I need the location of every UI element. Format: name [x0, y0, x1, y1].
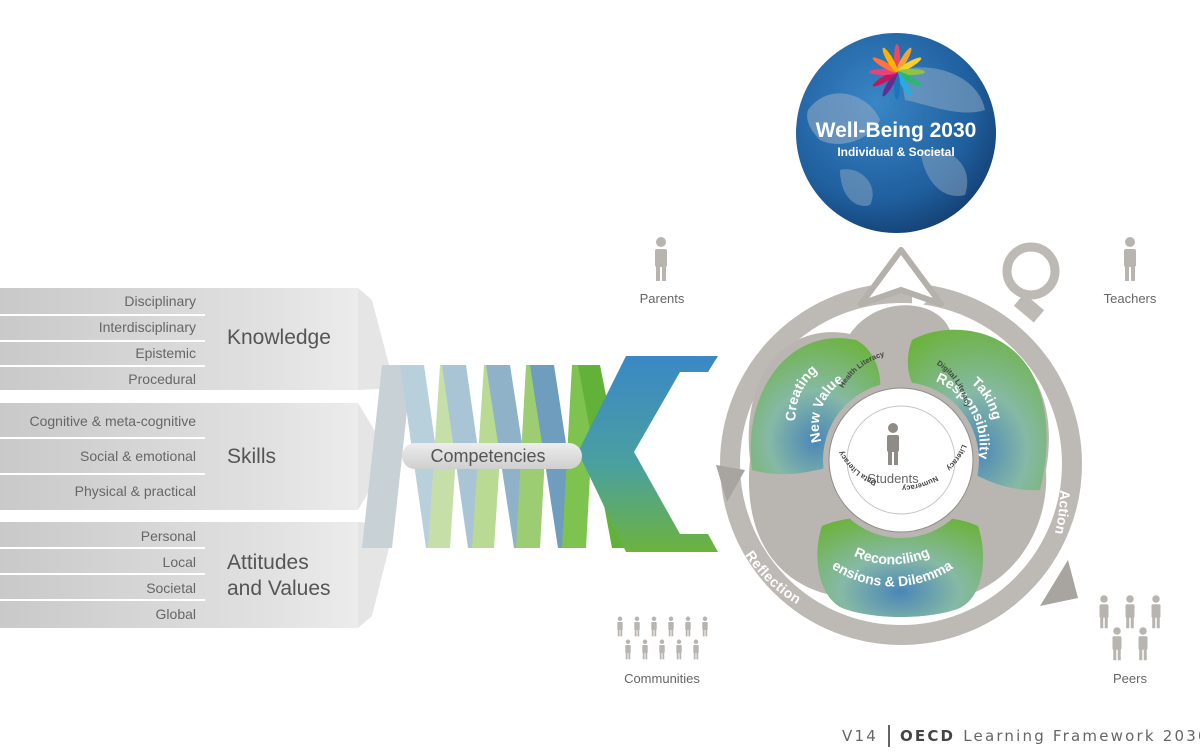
knowledge-item: Disciplinary	[124, 293, 196, 309]
footer-title: Learning Framework 2030	[963, 727, 1200, 745]
teachers-label: Teachers	[1104, 291, 1157, 306]
person-icon	[642, 639, 648, 660]
skills-item: Physical & practical	[75, 483, 196, 499]
person-icon	[1099, 595, 1109, 629]
competencies-pill	[402, 443, 582, 469]
person-icon	[651, 616, 657, 637]
person-icon	[685, 616, 691, 637]
person-icon	[693, 639, 699, 660]
competency-chevron	[578, 356, 718, 552]
attitudes-item: Personal	[141, 528, 196, 544]
peers-group: Peers	[1099, 595, 1161, 686]
compass-pointer	[858, 247, 944, 307]
wellbeing-subtitle: Individual & Societal	[837, 145, 954, 159]
wellbeing-globe: Well-Being 2030 Individual & Societal	[796, 33, 996, 233]
petal-taking	[907, 329, 1047, 491]
attitudes-item: Global	[156, 606, 196, 622]
competencies-label: Competencies	[430, 446, 545, 466]
petal-reconciling-line1: Reconciling	[852, 544, 931, 568]
footer-version: V14	[842, 727, 878, 745]
oecd-flower-icon	[869, 44, 925, 100]
communities-label: Communities	[624, 671, 700, 686]
attitudes-band: Personal Local Societal Global Attitudes…	[0, 522, 395, 628]
attitudes-label-line1: Attitudes	[227, 551, 309, 574]
communities-group: Communities	[617, 616, 708, 686]
person-icon	[702, 616, 708, 637]
attitudes-item: Societal	[146, 580, 196, 596]
person-icon	[1125, 595, 1135, 629]
knowledge-label: Knowledge	[227, 326, 331, 349]
skills-item: Cognitive & meta-cognitive	[29, 413, 196, 429]
person-icon	[676, 639, 682, 660]
skills-label: Skills	[227, 445, 276, 468]
person-icon	[668, 616, 674, 637]
knowledge-item: Procedural	[128, 371, 196, 387]
skills-band: Cognitive & meta-cognitive Social & emot…	[0, 403, 390, 510]
footer: V14 OECD Learning Framework 2030	[842, 724, 1200, 748]
skills-item: Social & emotional	[80, 448, 196, 464]
peers-label: Peers	[1113, 671, 1147, 686]
petal-reconciling	[817, 517, 984, 617]
wellbeing-title: Well-Being 2030	[816, 119, 977, 142]
compass-knob	[1002, 242, 1060, 300]
teachers-group: Teachers	[1104, 237, 1157, 306]
person-icon	[1151, 595, 1161, 629]
knowledge-band: Disciplinary Interdisciplinary Epistemic…	[0, 288, 395, 390]
attitudes-label-line2: and Values	[227, 577, 331, 600]
communities-icon	[617, 616, 708, 660]
person-icon	[1124, 237, 1136, 281]
peers-icon	[1099, 595, 1161, 661]
knowledge-item: Epistemic	[135, 345, 196, 361]
parents-group: Parents	[640, 237, 685, 306]
person-icon	[1138, 627, 1148, 661]
person-icon	[655, 237, 667, 281]
person-icon	[1112, 627, 1122, 661]
person-icon	[625, 639, 631, 660]
person-icon	[617, 616, 623, 637]
knowledge-item: Interdisciplinary	[99, 319, 196, 335]
person-icon	[659, 639, 665, 660]
footer-divider	[887, 725, 890, 747]
attitudes-item: Local	[163, 554, 196, 570]
parents-label: Parents	[640, 291, 685, 306]
person-icon	[634, 616, 640, 637]
student-person-icon	[887, 423, 899, 465]
footer-brand: OECD	[899, 727, 956, 745]
students-label: Students	[867, 471, 919, 486]
